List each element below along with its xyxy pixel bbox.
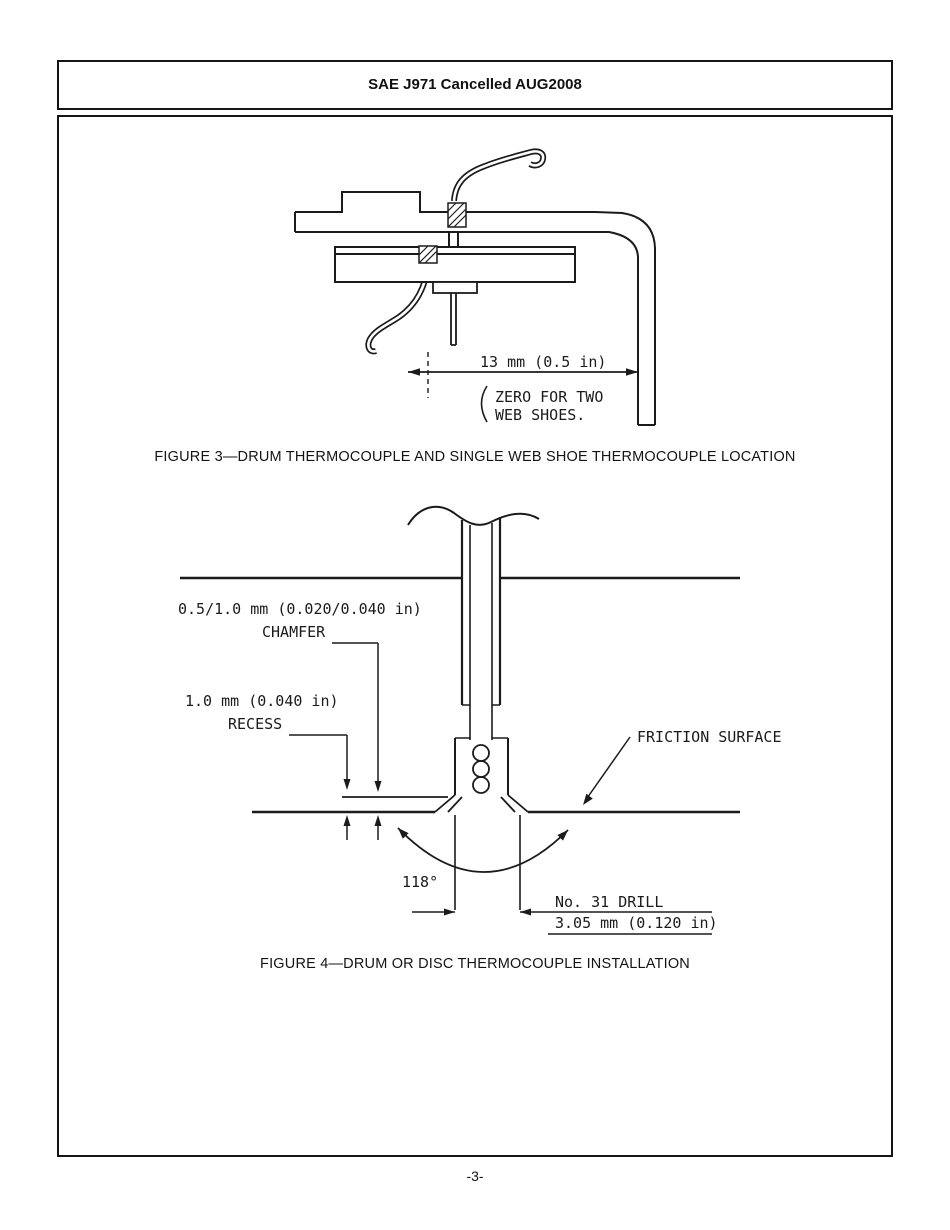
drum-flange [594,211,656,426]
drill-extension-lines [454,815,521,910]
figure4-caption: FIGURE 4—DRUM OR DISC THERMOCOUPLE INSTA… [260,956,690,972]
thermocouple-stem [448,232,459,247]
installation-section [180,505,740,935]
thermocouple-coil [472,744,490,794]
upper-fitting [447,202,467,228]
page-number: -3- [466,1168,484,1184]
recess-dimension-label: 1.0 mm (0.040 in) [185,692,339,710]
depth-arrow-stems [346,819,379,840]
stem-head [432,281,478,294]
note-brace [480,385,488,423]
figure3-caption: FIGURE 3—DRUM THERMOCOUPLE AND SINGLE WE… [154,449,796,465]
drill-diameter-label: 3.05 mm (0.120 in) [555,914,718,932]
drum-and-shoe-outline [294,191,656,426]
tube-outer-walls [460,517,502,705]
arrowheads [343,779,593,916]
header-title: SAE J971 Cancelled AUG2008 [368,76,582,93]
web-shoe [334,246,576,283]
note-line1: ZERO FOR TWO [495,388,603,406]
chamfer-leader [332,642,379,785]
figure4-drawing: 0.5/1.0 mm (0.020/0.040 in) CHAMFER 1.0 … [178,505,782,935]
dimension-13mm [408,352,638,398]
drill-angle-label: 118° [402,873,438,891]
drill-angle-arc [397,827,569,873]
content-frame [57,115,893,1157]
recess-leader [289,734,348,783]
tube-break-line [407,505,540,526]
recess-label: RECESS [228,715,282,733]
chamfer-label: CHAMFER [262,623,326,641]
friction-surface-label: FRICTION SURFACE [637,728,782,746]
lower-thermocouple-wire [365,262,431,355]
chamfer-dimension-label: 0.5/1.0 mm (0.020/0.040 in) [178,600,422,618]
upper-thermocouple-wire [451,148,547,202]
dimension-label: 13 mm (0.5 in) [480,353,606,371]
flare-lines [434,794,529,813]
tube-steps [455,704,508,739]
document-header: SAE J971 Cancelled AUG2008 [57,60,893,110]
backing-plate [294,191,595,233]
tube-inner-walls [469,523,493,740]
note-line2: WEB SHOES. [495,406,585,424]
hole-walls [454,738,509,795]
lower-fitting [418,245,438,264]
figure3-drawing: 13 mm (0.5 in) ZERO FOR TWO WEB SHOES. [294,148,656,426]
friction-surface-leader [584,736,631,802]
drill-size-label: No. 31 DRILL [555,893,663,911]
